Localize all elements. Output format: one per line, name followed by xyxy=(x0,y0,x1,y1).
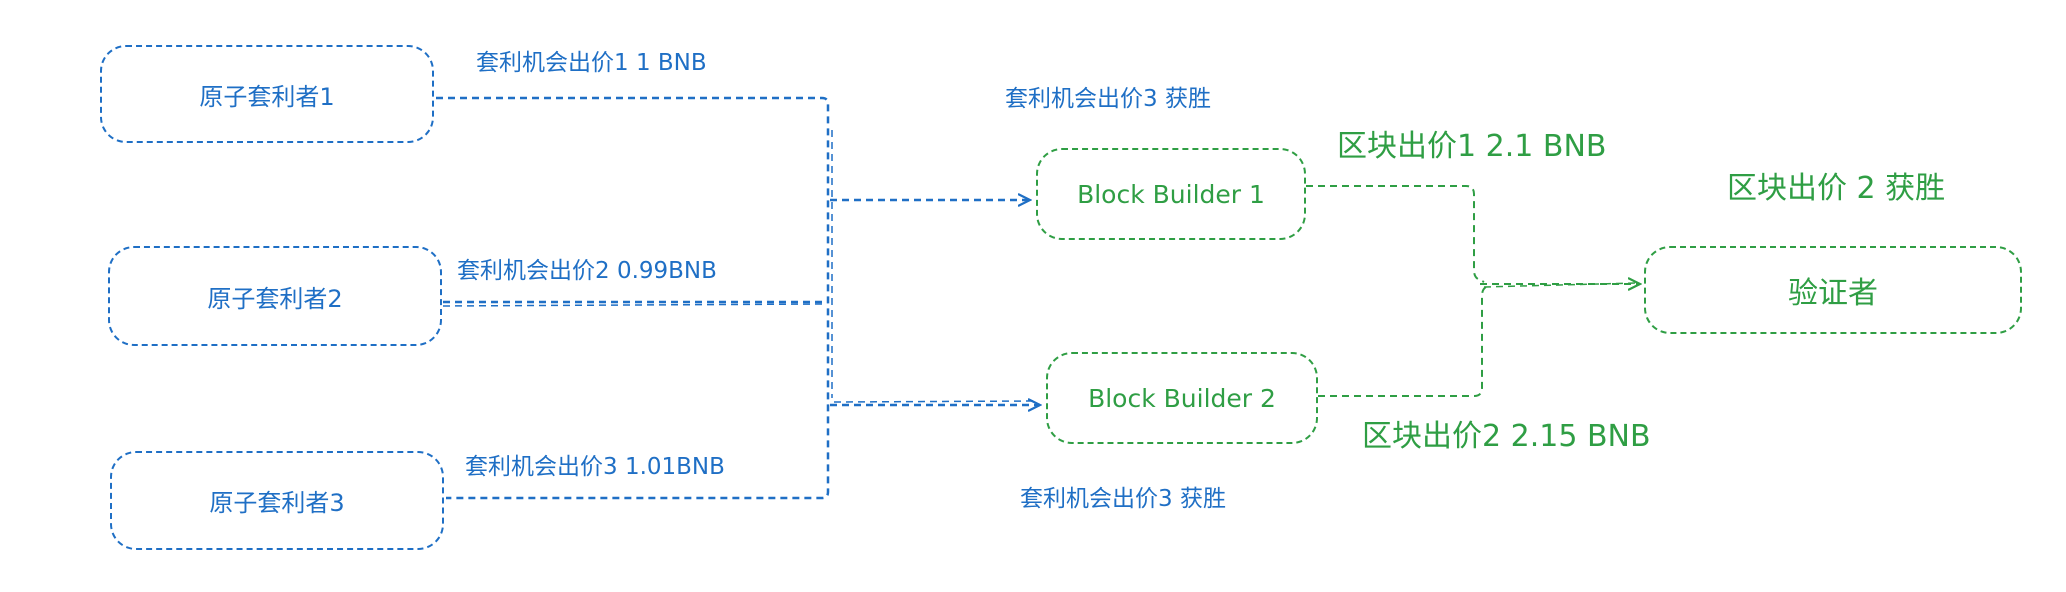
winner-top-label: 套利机会出价3 获胜 xyxy=(1005,86,1211,112)
arbitrageur-2-node: 原子套利者2 xyxy=(108,246,442,346)
connector-builder2 xyxy=(1318,285,1489,397)
block-builder-1-label: Block Builder 1 xyxy=(1077,179,1265,209)
validator-node: 验证者 xyxy=(1644,246,2022,334)
block-bid-2-label: 区块出价2 2.15 BNB xyxy=(1362,419,1651,454)
arbitrageur-1-label: 原子套利者1 xyxy=(199,82,335,111)
block-builder-2-node: Block Builder 2 xyxy=(1046,352,1318,444)
block-builder-1-node: Block Builder 1 xyxy=(1036,148,1306,240)
arbitrageur-1-node: 原子套利者1 xyxy=(100,45,434,143)
arbitrageur-2-label: 原子套利者2 xyxy=(207,284,343,313)
arbitrageur-3-label: 原子套利者3 xyxy=(209,489,345,517)
bid-1-label: 套利机会出价1 1 BNB xyxy=(476,50,707,76)
validator-label: 验证者 xyxy=(1788,276,1878,311)
block-winner-label: 区块出价 2 获胜 xyxy=(1727,171,1946,206)
arbitrageur-3-node: 原子套利者3 xyxy=(110,451,444,550)
block-builder-2-label: Block Builder 2 xyxy=(1088,383,1276,413)
bid-3-label: 套利机会出价3 1.01BNB xyxy=(465,454,725,480)
arrow-to-builder2-secondary xyxy=(833,400,1037,403)
winner-bottom-label: 套利机会出价3 获胜 xyxy=(1020,486,1226,512)
bid-2-label: 套利机会出价2 0.99BNB xyxy=(457,258,717,284)
connector-arb1 xyxy=(436,96,830,500)
block-bid-1-label: 区块出价1 2.1 BNB xyxy=(1337,129,1607,164)
connector-arb2-secondary xyxy=(442,303,827,307)
arrow-to-validator-secondary xyxy=(1483,282,1637,288)
connector-builder1 xyxy=(1306,185,1485,283)
